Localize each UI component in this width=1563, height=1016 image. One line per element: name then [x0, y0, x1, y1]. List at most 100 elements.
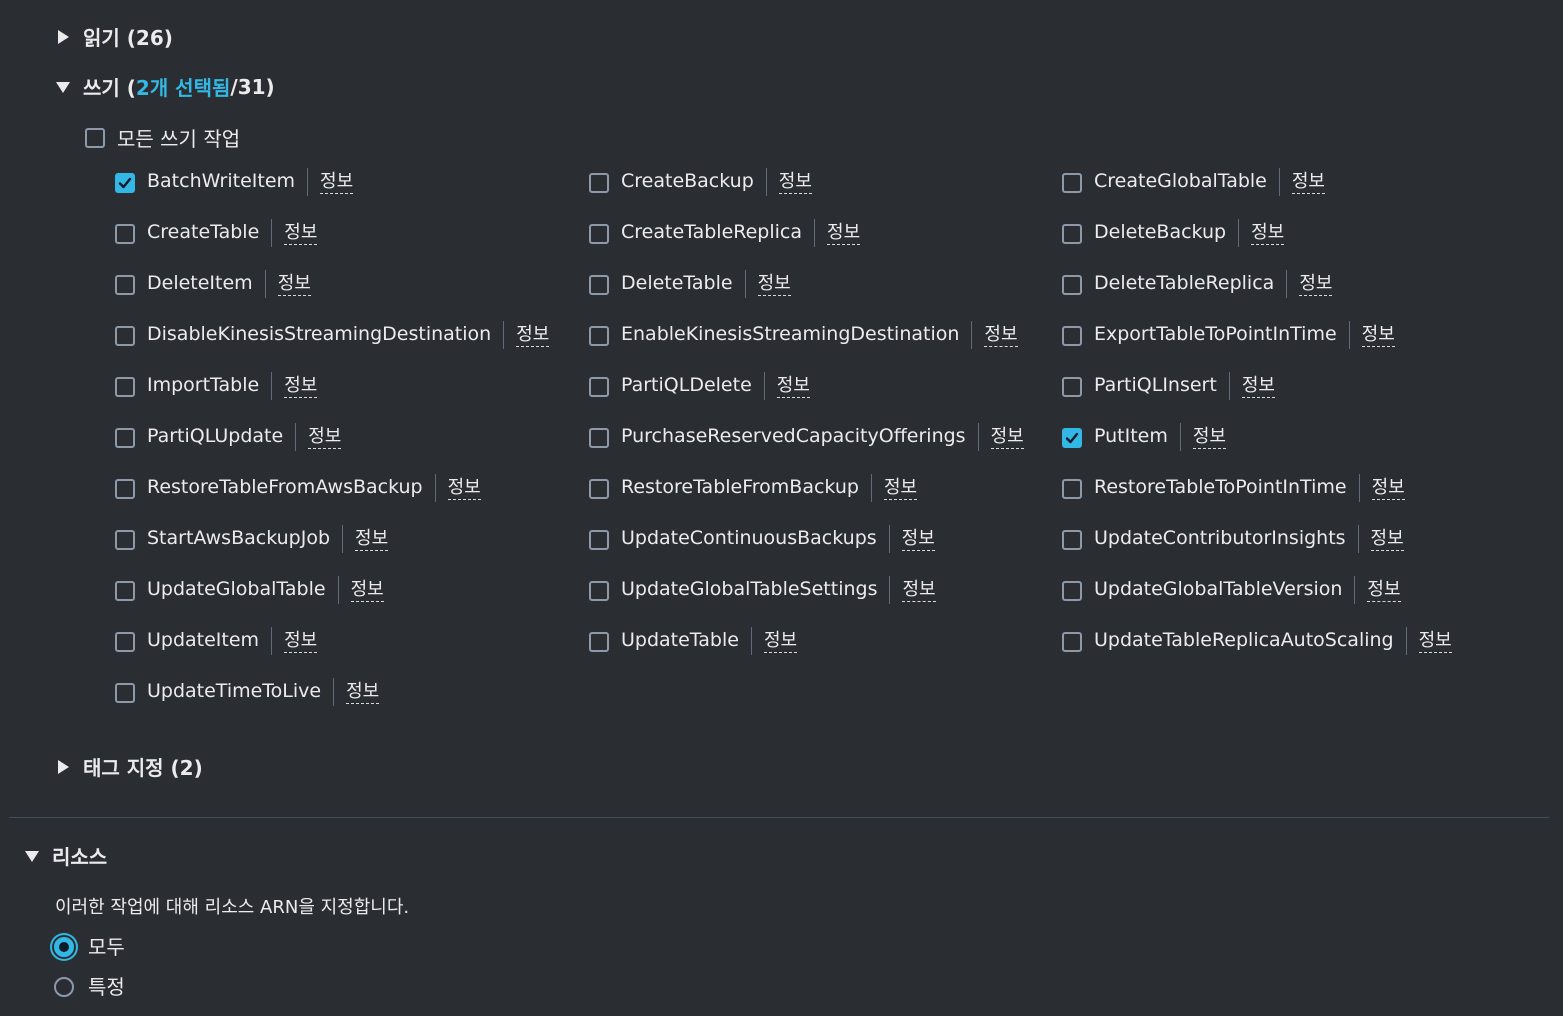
info-link[interactable]: 정보	[990, 426, 1024, 449]
info-link[interactable]: 정보	[350, 579, 384, 602]
info-link[interactable]: 정보	[346, 681, 380, 704]
radio-all-resources[interactable]	[54, 937, 74, 957]
info-link[interactable]: 정보	[277, 273, 311, 296]
action-item: UpdateGlobalTableSettings 정보	[621, 576, 936, 604]
info-link-container: 정보	[1348, 321, 1395, 349]
action-checkbox[interactable]	[115, 530, 135, 550]
action-checkbox[interactable]	[115, 275, 135, 295]
action-name: PutItem	[1094, 425, 1168, 447]
info-link[interactable]: 정보	[1291, 171, 1325, 194]
action-checkbox[interactable]	[115, 581, 135, 601]
info-link-container: 정보	[333, 678, 380, 706]
action-checkbox[interactable]	[115, 632, 135, 652]
info-link[interactable]: 정보	[827, 222, 861, 245]
radio-all-label: 모두	[88, 935, 125, 959]
info-link-container: 정보	[1405, 627, 1452, 655]
write-section-prefix: 쓰기 (	[83, 76, 136, 100]
action-checkbox[interactable]	[1062, 479, 1082, 499]
action-item: StartAwsBackupJob 정보	[147, 525, 389, 553]
action-name: RestoreTableFromAwsBackup	[147, 476, 423, 498]
action-name: PartiQLUpdate	[147, 425, 284, 447]
read-section-toggle[interactable]: 읽기 (26)	[56, 22, 173, 51]
action-checkbox[interactable]	[115, 326, 135, 346]
resources-description: 이러한 작업에 대해 리소스 ARN을 지정합니다.	[55, 897, 410, 918]
info-link[interactable]: 정보	[902, 579, 936, 602]
action-checkbox[interactable]	[589, 326, 609, 346]
action-checkbox[interactable]	[589, 275, 609, 295]
action-checkbox[interactable]	[1062, 275, 1082, 295]
info-link-container: 정보	[889, 576, 936, 604]
action-name: UpdateTable	[621, 629, 739, 651]
info-link[interactable]: 정보	[355, 528, 389, 551]
info-link[interactable]: 정보	[1251, 222, 1285, 245]
action-checkbox[interactable]	[115, 428, 135, 448]
info-link[interactable]: 정보	[284, 222, 318, 245]
info-link[interactable]: 정보	[763, 630, 798, 653]
action-checkbox[interactable]	[589, 479, 609, 499]
info-link[interactable]: 정보	[284, 630, 318, 653]
action-checkbox[interactable]	[589, 530, 609, 550]
info-link[interactable]: 정보	[284, 375, 318, 398]
action-checkbox[interactable]	[589, 224, 609, 244]
info-link[interactable]: 정보	[1241, 375, 1275, 398]
info-link[interactable]: 정보	[1418, 630, 1452, 653]
action-name: PartiQLInsert	[1094, 374, 1217, 396]
action-checkbox[interactable]	[1062, 377, 1082, 397]
info-link-container: 정보	[1358, 474, 1405, 502]
info-link[interactable]: 정보	[1370, 528, 1404, 551]
action-checkbox[interactable]	[1062, 632, 1082, 652]
resources-section-toggle[interactable]: 리소스	[25, 841, 107, 870]
action-name: UpdateGlobalTableSettings	[621, 578, 878, 600]
action-checkbox[interactable]	[1062, 224, 1082, 244]
action-item: PartiQLUpdate 정보	[147, 423, 342, 451]
action-name: CreateTable	[147, 221, 260, 243]
info-link[interactable]: 정보	[1371, 477, 1405, 500]
info-link[interactable]: 정보	[447, 477, 481, 500]
action-checkbox[interactable]	[589, 428, 609, 448]
action-checkbox[interactable]	[1062, 530, 1082, 550]
info-link[interactable]: 정보	[1367, 579, 1401, 602]
action-checkbox[interactable]	[115, 377, 135, 397]
action-checkbox[interactable]	[115, 224, 135, 244]
action-checkbox[interactable]	[115, 683, 135, 703]
info-link[interactable]: 정보	[308, 426, 342, 449]
write-section-toggle[interactable]: 쓰기 (2개 선택됨/31)	[56, 72, 275, 101]
action-checkbox[interactable]	[1062, 428, 1082, 448]
action-checkbox[interactable]	[1062, 581, 1082, 601]
action-name: StartAwsBackupJob	[147, 527, 331, 549]
radio-specific-resources[interactable]	[54, 977, 74, 997]
info-link[interactable]: 정보	[883, 477, 918, 500]
info-link[interactable]: 정보	[1192, 426, 1226, 449]
all-write-checkbox[interactable]	[85, 128, 105, 148]
info-link[interactable]: 정보	[984, 324, 1018, 347]
info-link-container: 정보	[295, 423, 342, 451]
info-link[interactable]: 정보	[1299, 273, 1333, 296]
info-link-container: 정보	[264, 270, 311, 298]
info-link[interactable]: 정보	[778, 171, 812, 194]
info-link[interactable]: 정보	[776, 375, 810, 398]
action-checkbox[interactable]	[589, 377, 609, 397]
action-name: UpdateGlobalTable	[147, 578, 326, 600]
action-checkbox[interactable]	[589, 173, 609, 193]
action-checkbox[interactable]	[589, 581, 609, 601]
action-checkbox[interactable]	[115, 479, 135, 499]
info-link[interactable]: 정보	[901, 528, 935, 551]
info-link-container: 정보	[1286, 270, 1333, 298]
tagging-section-toggle[interactable]: 태그 지정 (2)	[56, 752, 203, 781]
action-checkbox[interactable]	[1062, 173, 1082, 193]
action-checkbox[interactable]	[115, 173, 135, 193]
info-link[interactable]: 정보	[320, 171, 354, 194]
info-link[interactable]: 정보	[1361, 324, 1395, 347]
action-checkbox[interactable]	[589, 632, 609, 652]
action-checkbox[interactable]	[1062, 326, 1082, 346]
info-link[interactable]: 정보	[757, 273, 791, 296]
info-link-container: 정보	[1238, 219, 1285, 247]
tagging-section-label: 태그 지정 (2)	[83, 756, 203, 780]
info-link[interactable]: 정보	[516, 324, 550, 347]
